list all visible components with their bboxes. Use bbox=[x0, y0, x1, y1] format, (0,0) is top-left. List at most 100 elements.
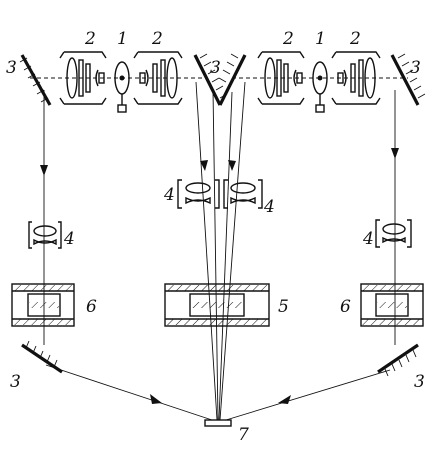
label-2: 2 bbox=[151, 29, 163, 49]
label-5: 5 bbox=[278, 297, 289, 317]
mirror-hatch bbox=[19, 57, 49, 103]
holder-slide bbox=[189, 293, 245, 317]
lens-unit-center-left bbox=[177, 179, 220, 209]
mirror-hatch bbox=[25, 340, 58, 368]
holder-hatch bbox=[362, 319, 422, 325]
light-rays bbox=[40, 81, 399, 421]
lens-bracket bbox=[223, 179, 263, 209]
label-3: 3 bbox=[210, 58, 221, 78]
holder-hatch bbox=[13, 319, 73, 325]
lens-unit-center-right bbox=[223, 179, 263, 209]
lens-element bbox=[78, 59, 84, 97]
label-7: 7 bbox=[238, 425, 249, 445]
lens-unit-left bbox=[28, 221, 62, 249]
source-socket bbox=[315, 104, 325, 113]
holder-hatch bbox=[362, 285, 422, 291]
object-holder-right bbox=[360, 283, 424, 327]
mirror-top-left-inner bbox=[193, 54, 222, 106]
holder-hatch bbox=[377, 302, 407, 308]
mirror-hatch bbox=[397, 53, 426, 99]
object-holder-left bbox=[11, 283, 75, 327]
lens-element bbox=[33, 238, 57, 246]
object-holder-center bbox=[164, 283, 270, 327]
label-3: 3 bbox=[10, 372, 21, 392]
lens-element bbox=[185, 196, 211, 205]
ray-center-4 bbox=[219, 81, 246, 421]
screen bbox=[204, 419, 232, 427]
lens-element bbox=[95, 69, 99, 87]
label-2: 2 bbox=[84, 29, 96, 49]
lens-housing-right bbox=[133, 51, 183, 105]
lens-element bbox=[343, 69, 347, 87]
label-2: 2 bbox=[282, 29, 294, 49]
lens-element bbox=[276, 59, 282, 97]
lens-element bbox=[85, 63, 91, 93]
lens-housing-left bbox=[257, 51, 305, 105]
top-left-assembly bbox=[19, 51, 228, 113]
lens-element bbox=[139, 72, 146, 84]
mirror-top-right-inner bbox=[218, 54, 247, 106]
ray-center-1 bbox=[195, 81, 218, 421]
label-6: 6 bbox=[340, 297, 351, 317]
lens-element bbox=[152, 63, 158, 93]
source-filament bbox=[317, 75, 323, 81]
lens-element bbox=[350, 63, 356, 93]
label-3: 3 bbox=[6, 58, 17, 78]
holder-hatch bbox=[29, 302, 59, 308]
holder-frame bbox=[11, 283, 75, 327]
lens-element bbox=[337, 72, 344, 84]
lens-housing-left bbox=[59, 51, 107, 105]
ray-bottom-left bbox=[45, 364, 213, 421]
lens-element bbox=[166, 57, 178, 99]
lens-element bbox=[382, 223, 406, 235]
label-3: 3 bbox=[410, 58, 421, 78]
lens-element bbox=[160, 59, 166, 97]
holder-hatch bbox=[166, 319, 268, 325]
mirror-hatch bbox=[218, 53, 239, 83]
lens-element bbox=[98, 72, 105, 84]
label-2: 2 bbox=[349, 29, 361, 49]
lens-bracket bbox=[375, 219, 412, 248]
mirror-top-right-outer bbox=[390, 54, 420, 106]
arrow-head bbox=[40, 165, 48, 176]
mirror-surface bbox=[377, 343, 419, 374]
arrow-head bbox=[228, 160, 236, 171]
lens-bracket bbox=[177, 179, 220, 209]
label-4: 4 bbox=[163, 185, 175, 205]
lens-element bbox=[358, 59, 364, 97]
ray-center-3 bbox=[218, 91, 233, 421]
label-4: 4 bbox=[263, 197, 275, 217]
lens-element bbox=[264, 57, 276, 99]
lens-element bbox=[145, 69, 149, 87]
mirror-hatch bbox=[384, 349, 417, 377]
lens-element bbox=[230, 182, 256, 194]
arrow-head bbox=[200, 160, 208, 171]
lens-element bbox=[296, 72, 303, 84]
mirror-bottom-right bbox=[377, 343, 419, 377]
ray-bottom-right bbox=[225, 369, 391, 421]
label-1: 1 bbox=[117, 29, 128, 49]
holder-hatch bbox=[13, 285, 73, 291]
lens-element bbox=[293, 69, 297, 87]
holder-hatch bbox=[191, 302, 243, 308]
ray-center-2 bbox=[212, 89, 219, 421]
top-right-assembly bbox=[218, 51, 426, 113]
lens-element bbox=[33, 225, 57, 237]
labels: 2 1 2 3 3 2 1 2 3 4 4 4 4 6 5 6 3 3 7 bbox=[6, 29, 425, 445]
arrow-head bbox=[391, 148, 399, 159]
holder-hatch bbox=[166, 285, 268, 291]
lens-element bbox=[185, 182, 211, 194]
holder-frame bbox=[360, 283, 424, 327]
label-6: 6 bbox=[86, 297, 97, 317]
label-3: 3 bbox=[414, 372, 425, 392]
lens-unit-right bbox=[375, 219, 412, 248]
lens-housing-right bbox=[331, 51, 381, 105]
mirror-bottom-left bbox=[21, 340, 63, 374]
mirror-top-left-outer bbox=[20, 54, 52, 106]
arrow-head bbox=[278, 395, 291, 404]
source-socket bbox=[117, 104, 127, 113]
lens-element bbox=[66, 57, 78, 99]
lens-element bbox=[283, 63, 289, 93]
